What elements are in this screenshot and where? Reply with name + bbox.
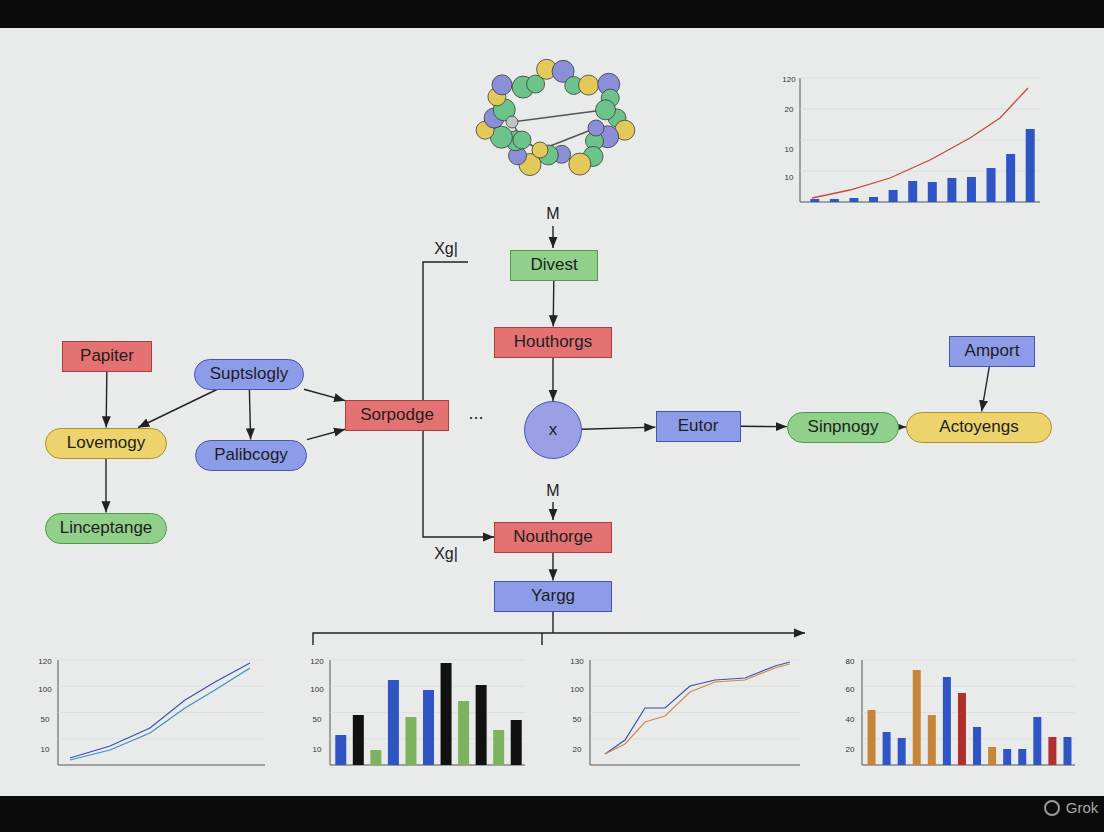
m-arrow — [552, 226, 553, 248]
tick-label: 120 — [782, 76, 795, 85]
node-label: Nouthorge — [509, 528, 597, 546]
axis-label: Xg| — [434, 240, 458, 258]
node-label: Actoyengs — [921, 418, 1037, 436]
node-label: Suptslogly — [209, 365, 289, 383]
process-pill: Sinpnogy — [787, 412, 899, 443]
connector-arrow — [553, 281, 555, 327]
tick-label: 20 — [785, 106, 794, 115]
process-box: Houthorgs — [494, 327, 612, 358]
tick-label: 40 — [846, 716, 855, 725]
tick-label: 120 — [38, 658, 51, 667]
node-label: Eutor — [671, 417, 726, 435]
process-box: Yargg — [494, 581, 612, 612]
tick-label: 20 — [846, 746, 855, 755]
process-pill: Linceptange — [45, 513, 168, 544]
axis-label: Xg| — [434, 545, 458, 563]
node-label: Lovemogy — [60, 434, 152, 452]
node-label: Houthorgs — [509, 333, 597, 351]
bracket-line — [313, 633, 805, 645]
tick-label: 10 — [785, 174, 794, 183]
tick-label: 100 — [38, 686, 51, 695]
connector-arrow — [899, 426, 906, 427]
bar-chart — [330, 660, 525, 765]
connector-arrow — [105, 459, 106, 513]
tick-label: 60 — [846, 686, 855, 695]
tick-label: 80 — [846, 658, 855, 667]
node-label: Sorpodge — [360, 406, 434, 424]
tick-label: 10 — [313, 746, 322, 755]
process-box: Eutor — [656, 411, 741, 442]
tick-label: 20 — [573, 746, 582, 755]
tick-label: 130 — [570, 658, 583, 667]
connector-arrow — [982, 367, 990, 412]
node-label: Papiter — [77, 347, 137, 365]
molecule-illustration — [476, 59, 635, 175]
process-box: Amport — [949, 336, 1035, 367]
node-label: Divest — [525, 256, 583, 274]
watermark-icon — [1045, 801, 1059, 815]
axis-label: M — [546, 205, 559, 223]
process-box: Sorpodge — [345, 400, 449, 431]
connector-arrow — [582, 427, 656, 429]
line-chart — [590, 660, 800, 765]
line-chart — [58, 660, 265, 765]
tick-label: 10 — [785, 146, 794, 155]
axis-label: M — [546, 482, 559, 500]
node-label: Linceptange — [60, 519, 153, 537]
process-pill: Palibcogy — [195, 440, 307, 471]
node-label: Amport — [964, 342, 1020, 360]
connector-arrow — [304, 389, 345, 400]
process-pill: Lovemogy — [45, 428, 167, 459]
node-label: Yargg — [509, 587, 597, 605]
tick-label: 10 — [41, 746, 50, 755]
bracket-line — [541, 633, 542, 645]
tick-label: 120 — [310, 658, 323, 667]
bar-chart — [862, 660, 1075, 765]
bottom-bar — [0, 796, 1104, 832]
process-circle: x — [524, 401, 582, 459]
tick-label: 100 — [310, 686, 323, 695]
node-label: Sinpnogy — [802, 418, 884, 436]
process-box: Papiter — [62, 341, 152, 372]
process-pill: Suptslogly — [194, 359, 304, 390]
tick-label: 100 — [570, 686, 583, 695]
tick-label: 50 — [41, 716, 50, 725]
bracket-line — [552, 612, 553, 633]
node-label: x — [549, 421, 558, 439]
connector-arrow — [423, 431, 494, 538]
bracket-line — [423, 262, 468, 400]
connector-arrow — [552, 553, 553, 581]
process-box: Divest — [510, 250, 598, 281]
connector-arrow — [552, 358, 553, 402]
connector-arrow — [249, 390, 250, 440]
tick-label: 50 — [313, 716, 322, 725]
ellipsis: ... — [468, 404, 483, 424]
connector-arrow — [741, 426, 788, 428]
m-arrow — [552, 502, 553, 520]
watermark: Grok — [1066, 800, 1099, 817]
top-bar — [0, 0, 1104, 28]
connector-arrow — [307, 429, 345, 439]
process-box: Nouthorge — [494, 522, 612, 553]
connector-arrow — [138, 390, 217, 428]
node-label: Palibcogy — [210, 446, 292, 464]
tick-label: 50 — [573, 716, 582, 725]
bar-chart — [800, 78, 1040, 202]
process-pill: Actoyengs — [906, 412, 1052, 443]
connector-arrow — [105, 372, 107, 428]
